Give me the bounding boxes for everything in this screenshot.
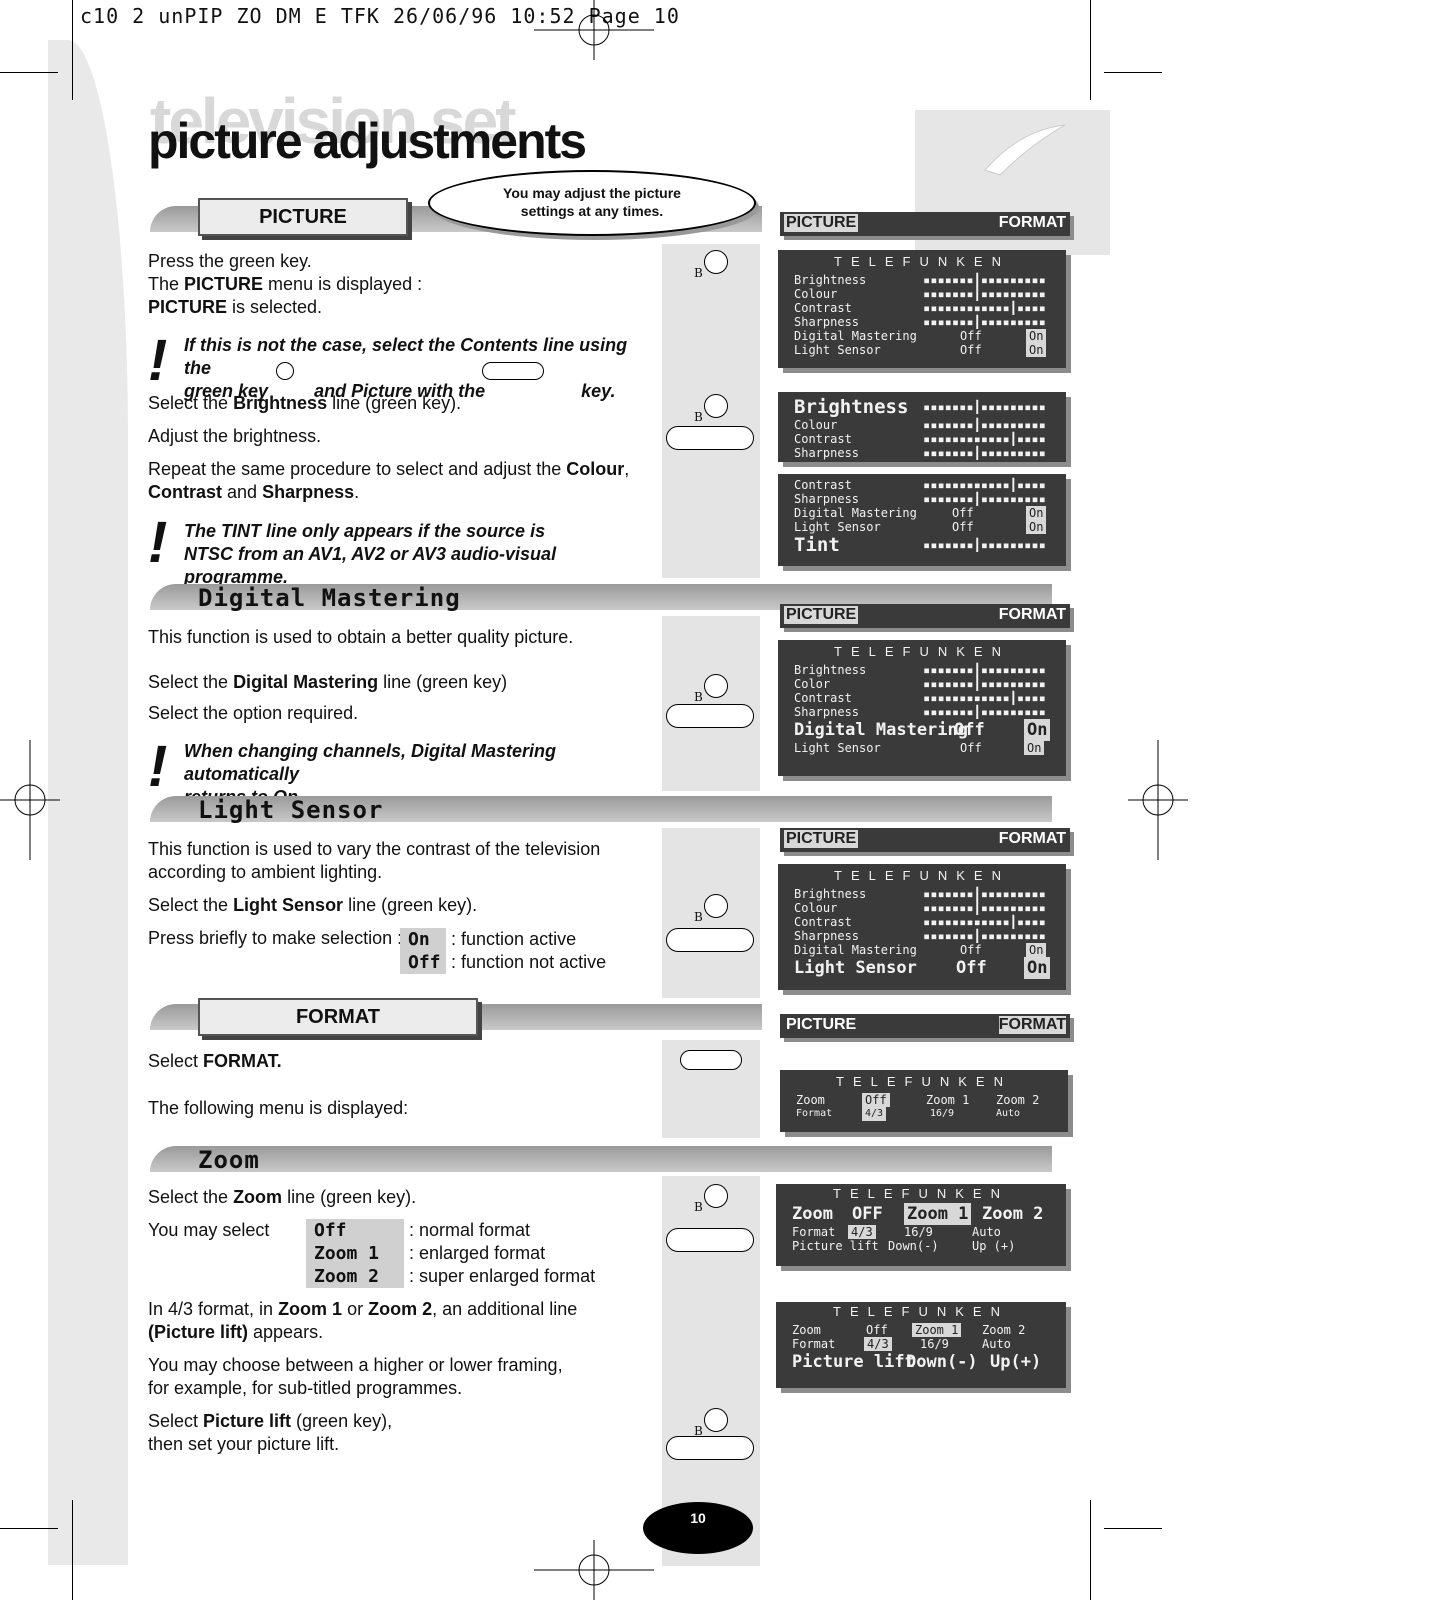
section-digital-mastering: Digital Mastering bbox=[198, 584, 461, 612]
osd-picture-menu: TELEFUNKEN Brightness▪▪▪▪▪▪▪┃▪▪▪▪▪▪▪▪▪ C… bbox=[778, 250, 1066, 368]
warning-icon: ! bbox=[148, 510, 168, 575]
page-title: picture adjustments bbox=[148, 113, 587, 169]
registration-mark bbox=[534, 0, 654, 60]
key-b-label: B bbox=[694, 910, 703, 924]
osd-brightness-selected: Brightness▪▪▪▪▪▪▪┃▪▪▪▪▪▪▪▪▪ Colour▪▪▪▪▪▪… bbox=[778, 392, 1066, 462]
crop-mark bbox=[1090, 0, 1091, 100]
digital-text: This function is used to obtain a better… bbox=[148, 627, 574, 723]
osd-light-sensor-selected: TELEFUNKEN Brightness▪▪▪▪▪▪▪┃▪▪▪▪▪▪▪▪▪ C… bbox=[778, 864, 1066, 990]
key-b-label: B bbox=[694, 690, 703, 704]
green-key-icon bbox=[704, 1184, 728, 1208]
volume-key-icon bbox=[666, 704, 754, 728]
volume-key-icon bbox=[666, 426, 754, 450]
green-key-icon bbox=[704, 250, 728, 274]
section-light-sensor: Light Sensor bbox=[198, 796, 384, 824]
light-text: This function is used to vary the contra… bbox=[148, 839, 601, 948]
registration-mark bbox=[0, 740, 60, 860]
title-ghost: television set bbox=[150, 85, 516, 157]
zoom-text: Select the Zoom line (green key). You ma… bbox=[148, 1187, 417, 1240]
brand-swoosh-icon bbox=[984, 124, 1066, 176]
brightness-steps: Select the Brightness line (green key). … bbox=[148, 393, 630, 502]
green-key-icon bbox=[704, 674, 728, 698]
crop-mark bbox=[1104, 1528, 1162, 1529]
zoom-text-2: In 4/3 format, in Zoom 1 or Zoom 2, an a… bbox=[148, 1299, 578, 1454]
note-tint: The TINT line only appears if the source… bbox=[184, 521, 557, 587]
warning-icon: ! bbox=[148, 328, 168, 393]
format-text: Select FORMAT. The following menu is dis… bbox=[148, 1051, 409, 1118]
registration-mark bbox=[1128, 740, 1188, 860]
green-key-icon bbox=[276, 362, 294, 380]
page-number: 10 bbox=[643, 1502, 753, 1554]
section-bar bbox=[150, 1146, 1052, 1172]
volume-key-icon bbox=[666, 1228, 754, 1252]
left-decorative-band bbox=[48, 40, 128, 1565]
key-column bbox=[662, 616, 760, 791]
zoom-options: Off : normal format Zoom 1 : enlarged fo… bbox=[306, 1219, 595, 1288]
section-zoom: Zoom bbox=[198, 1146, 260, 1174]
key-b-label: B bbox=[694, 1200, 703, 1214]
print-header: c10 2 unPIP ZO DM E TFK 26/06/96 10:52 P… bbox=[80, 4, 680, 28]
light-options: On : function active Off : function not … bbox=[400, 928, 606, 974]
warning-icon: ! bbox=[148, 734, 168, 799]
crop-mark bbox=[0, 72, 58, 73]
section-bar bbox=[150, 796, 1052, 822]
osd-digital-mastering-selected: TELEFUNKEN Brightness▪▪▪▪▪▪▪┃▪▪▪▪▪▪▪▪▪ C… bbox=[778, 640, 1066, 776]
crop-mark bbox=[1090, 1500, 1091, 1600]
crop-mark bbox=[72, 0, 73, 100]
volume-key-icon bbox=[666, 1436, 754, 1460]
crop-mark bbox=[1104, 72, 1162, 73]
picture-tab: PICTURE bbox=[198, 198, 408, 236]
green-key-icon bbox=[704, 894, 728, 918]
registration-mark bbox=[534, 1540, 654, 1600]
green-key-icon bbox=[704, 1408, 728, 1432]
volume-up-key-icon bbox=[680, 1050, 742, 1070]
format-tab: FORMAT bbox=[198, 998, 478, 1036]
volume-key-icon bbox=[666, 928, 754, 952]
osd-tint-selected: Contrast▪▪▪▪▪▪▪▪▪▪▪▪┃▪▪▪▪ Sharpness▪▪▪▪▪… bbox=[778, 474, 1066, 566]
crop-mark bbox=[0, 1528, 58, 1529]
picture-intro: Press the green key. The PICTURE menu is… bbox=[148, 251, 423, 317]
note-contents: If this is not the case, select the Cont… bbox=[184, 335, 628, 401]
key-b-label: B bbox=[694, 410, 703, 424]
green-key-icon bbox=[704, 394, 728, 418]
key-b-label: B bbox=[694, 266, 703, 280]
crop-mark bbox=[72, 1500, 73, 1600]
key-b-label: B bbox=[694, 1424, 703, 1438]
volume-key-icon bbox=[482, 362, 544, 380]
